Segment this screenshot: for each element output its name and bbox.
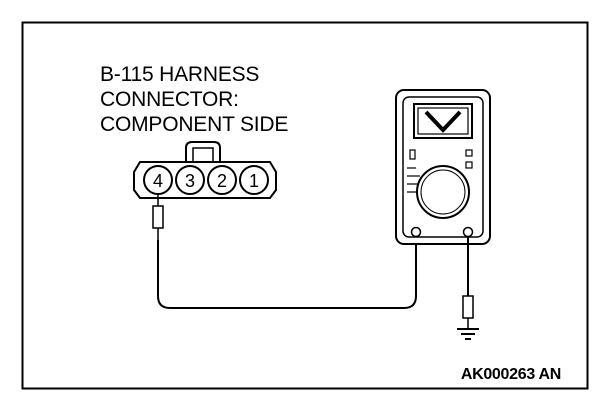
- connector-latch: [185, 141, 221, 162]
- dial-knob-icon: [416, 165, 470, 219]
- pin-label-2: 2: [217, 171, 227, 191]
- diagram-frame: [21, 21, 589, 390]
- pin-label-3: 3: [185, 171, 195, 191]
- meter-indicator-mid-right: [465, 161, 473, 169]
- connector-latch-window: [192, 147, 214, 163]
- ground-symbol-icon: [457, 328, 479, 340]
- ground-probe-body: [462, 295, 474, 319]
- pin-label-4: 4: [153, 171, 163, 191]
- title-line-3: COMPONENT SIDE: [100, 113, 289, 136]
- meter-indicator-top-right: [465, 149, 473, 157]
- probe-terminal-right: [462, 226, 474, 238]
- voltmeter-bezel: [402, 96, 484, 238]
- voltmeter: [395, 89, 491, 245]
- ground-lead: [457, 236, 479, 340]
- volt-symbol-icon: [424, 110, 462, 133]
- probe-terminal-left: [410, 226, 422, 238]
- pin-circle-3: [175, 165, 205, 195]
- pin-circle-2: [207, 165, 237, 195]
- title-line-1: B-115 HARNESS: [100, 63, 260, 86]
- harness-connector: 4 3 2 1: [133, 141, 277, 199]
- probe-body: [152, 205, 164, 229]
- pin-label-1: 1: [249, 171, 259, 191]
- figure-code: AK000263 AN: [460, 366, 561, 383]
- connector-probe: [152, 194, 164, 240]
- title-line-2: CONNECTOR:: [100, 88, 239, 111]
- meter-indicator-left: [409, 149, 416, 160]
- pin-circle-1: [239, 165, 269, 195]
- test-lead-wire: [157, 236, 417, 309]
